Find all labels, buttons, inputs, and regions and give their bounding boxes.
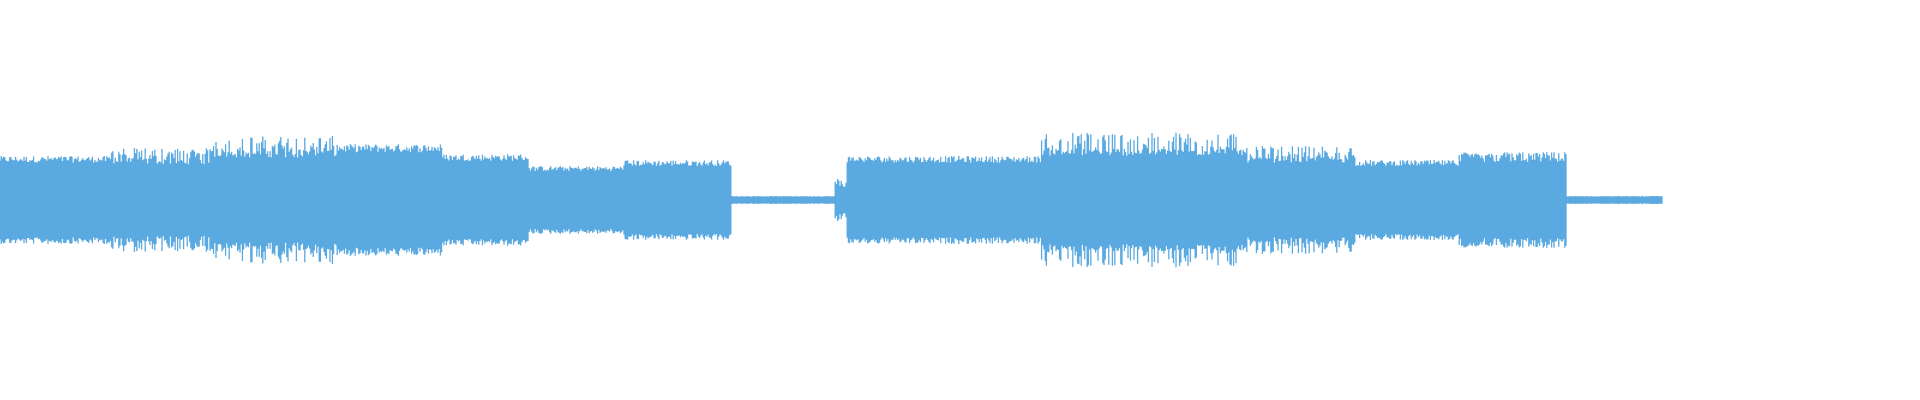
waveform-bars (0, 132, 1663, 268)
waveform-path (0, 132, 1663, 268)
